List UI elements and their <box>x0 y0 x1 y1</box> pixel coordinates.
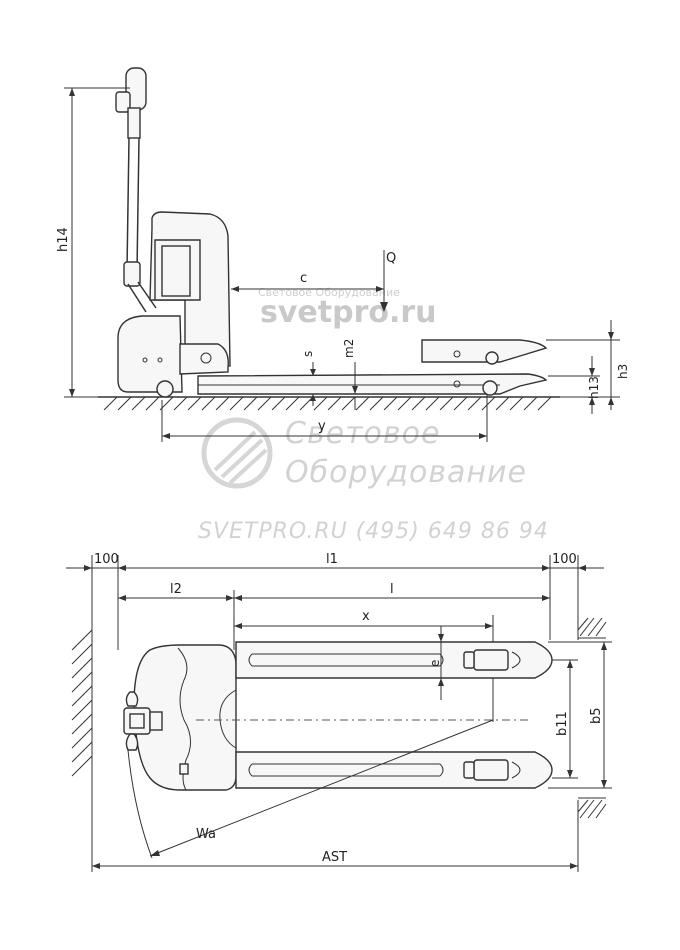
label-l: l <box>390 582 394 597</box>
label-s: s <box>301 351 315 357</box>
fork-side <box>197 339 548 396</box>
label-x: x <box>362 609 370 624</box>
label-l1: l1 <box>326 552 338 567</box>
dim-s: s <box>301 351 316 406</box>
label-100-left: 100 <box>94 552 119 567</box>
label-b11: b11 <box>555 711 570 736</box>
label-q: Q <box>386 251 396 266</box>
label-100-right: 100 <box>552 552 577 567</box>
dim-c: c <box>231 271 384 292</box>
dim-y: y <box>161 395 488 442</box>
watermark-contact: SVETPRO.RU (495) 649 86 94 <box>198 519 549 544</box>
label-l2: l2 <box>170 582 182 597</box>
label-b5: b5 <box>589 707 604 724</box>
label-e: e <box>428 660 442 667</box>
watermark-logo <box>201 417 273 489</box>
label-m2: m2 <box>342 339 356 358</box>
watermark-company-line1: Световое <box>285 416 440 451</box>
label-h13: h13 <box>587 376 601 399</box>
top-view: 100 l1 100 l2 l x <box>66 552 612 872</box>
dim-x: x <box>234 609 494 722</box>
wall-right-bottom <box>577 797 607 819</box>
dim-l1-row: 100 l1 100 <box>66 552 604 650</box>
label-y: y <box>318 419 326 434</box>
watermark-site: svetpro.ru <box>260 295 437 330</box>
dim-e: e <box>428 626 444 700</box>
dim-b11-b5: b11 b5 <box>548 641 612 789</box>
label-c: c <box>300 271 307 286</box>
ground-hatch <box>98 396 560 411</box>
dim-wa: Wa <box>127 719 494 859</box>
watermark-company-line2: Оборудование <box>285 455 527 490</box>
label-h3: h3 <box>616 364 630 379</box>
wall-right-top <box>577 617 607 639</box>
watermark: Световое Оборудование svetpro.ru Светово… <box>198 286 549 544</box>
wall-left <box>71 629 93 780</box>
label-ast: AST <box>322 850 347 865</box>
label-h14: h14 <box>56 227 71 252</box>
load-arrow-q: Q <box>380 250 396 312</box>
side-view: h14 c Q s m2 <box>56 67 630 442</box>
truck-body <box>117 211 231 398</box>
dim-l2-l-row: l2 l <box>118 582 550 650</box>
dim-ast: AST <box>91 780 579 872</box>
fork-top-lower <box>235 751 553 789</box>
truck-body-top <box>123 644 237 791</box>
tiller-handle <box>115 67 157 313</box>
fork-top-upper <box>235 641 553 679</box>
label-wa: Wa <box>196 827 216 842</box>
dim-h14: h14 <box>56 87 130 398</box>
dim-h13-h3: h13 h3 <box>546 320 630 414</box>
dim-m2: m2 <box>342 339 358 410</box>
